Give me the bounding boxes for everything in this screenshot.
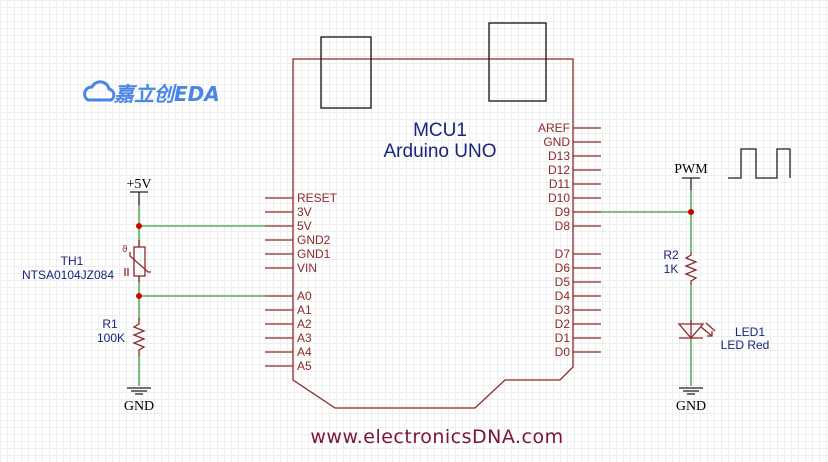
pin-label: D5: [555, 275, 571, 289]
logo: 嘉立创EDA: [83, 80, 220, 106]
resistor-r1[interactable]: [132, 318, 146, 356]
r2-designator: R2: [663, 248, 679, 262]
pwm-net-label[interactable]: PWM: [674, 162, 708, 179]
pin-label: VIN: [297, 261, 317, 275]
pin-label: D10: [548, 191, 570, 205]
pin-label: A4: [297, 345, 312, 359]
cloud-icon: [83, 80, 116, 102]
logo-text: 嘉立创EDA: [113, 82, 220, 106]
vcc-symbol[interactable]: +5V: [126, 177, 152, 193]
pin-label: A2: [297, 317, 312, 331]
pin-label: D4: [555, 289, 571, 303]
pin-label: A1: [297, 303, 312, 317]
pin-label: D11: [549, 177, 570, 191]
usb-connector: [320, 36, 372, 109]
pin-label: 3V: [297, 205, 312, 219]
pin-d0[interactable]: D0: [555, 345, 601, 359]
thermistor-th1[interactable]: ϑ: [122, 240, 151, 282]
led1-value: LED Red: [721, 338, 770, 352]
pin-d6[interactable]: D6: [555, 261, 601, 275]
pin-label: 5V: [297, 219, 312, 233]
pin-d3[interactable]: D3: [555, 303, 601, 317]
pin-5v[interactable]: 5V: [265, 219, 312, 233]
mcu-outline: [292, 58, 574, 409]
junction-dot: [136, 293, 142, 299]
pin-label: D13: [548, 149, 570, 163]
pin-d7[interactable]: D7: [555, 247, 601, 261]
r1-designator: R1: [102, 317, 118, 331]
pin-label: GND1: [297, 247, 331, 261]
vcc-label: +5V: [126, 177, 151, 192]
pin-a5[interactable]: A5: [265, 359, 312, 373]
r1-value: 100K: [97, 331, 125, 345]
pin-label: AREF: [538, 121, 570, 135]
pin-d2[interactable]: D2: [555, 317, 601, 331]
pin-label: RESET: [297, 191, 338, 205]
led1-designator: LED1: [735, 325, 765, 339]
pin-vin[interactable]: VIN: [265, 261, 317, 275]
pin-reset[interactable]: RESET: [265, 191, 338, 205]
pin-label: D12: [548, 163, 570, 177]
pin-d12[interactable]: D12: [548, 163, 601, 177]
led-led1[interactable]: [677, 320, 716, 339]
th1-designator: TH1: [61, 254, 84, 268]
pin-label: D3: [555, 303, 571, 317]
pin-label: A3: [297, 331, 312, 345]
mcu1-symbol[interactable]: MCU1 Arduino UNO RESET3V5VGND2GND1VINA0A…: [265, 22, 601, 409]
pin-label: D0: [555, 345, 571, 359]
pin-label: D7: [555, 247, 571, 261]
pin-d5[interactable]: D5: [555, 275, 601, 289]
pin-label: GND2: [297, 233, 331, 247]
junction-dot: [688, 209, 694, 215]
pin-label: D1: [555, 331, 571, 345]
pin-gnd[interactable]: GND: [543, 135, 601, 149]
pin-d1[interactable]: D1: [555, 331, 601, 345]
th1-value: NTSA0104JZ084: [22, 268, 114, 282]
theta-icon: ϑ: [122, 245, 128, 255]
pin-d11[interactable]: D11: [549, 177, 601, 191]
gnd-label: GND: [676, 399, 706, 414]
mcu-name: Arduino UNO: [384, 141, 497, 162]
pin-a4[interactable]: A4: [265, 345, 312, 359]
pin-d9[interactable]: D9: [555, 205, 601, 219]
website-text: www.electronicsDNA.com: [310, 426, 563, 448]
pin-d4[interactable]: D4: [555, 289, 601, 303]
pin-a1[interactable]: A1: [265, 303, 312, 317]
pin-d13[interactable]: D13: [548, 149, 601, 163]
gnd-symbol-left[interactable]: GND: [124, 387, 154, 414]
pin-a2[interactable]: A2: [265, 317, 312, 331]
junction-dot: [136, 223, 142, 229]
gnd-label: GND: [124, 399, 154, 414]
pin-a0[interactable]: A0: [265, 289, 312, 303]
resistor-r2[interactable]: [684, 252, 698, 285]
square-wave-icon: [728, 148, 791, 179]
mcu-designator: MCU1: [413, 120, 467, 141]
pin-label: GND: [543, 135, 570, 149]
gnd-symbol-right[interactable]: GND: [676, 387, 706, 414]
pin-3v[interactable]: 3V: [265, 205, 312, 219]
pin-label: A0: [297, 289, 312, 303]
pin-label: D9: [555, 205, 571, 219]
pin-label: A5: [297, 359, 312, 373]
r2-value: 1K: [664, 262, 679, 276]
pin-label: D6: [555, 261, 571, 275]
pin-a3[interactable]: A3: [265, 331, 312, 345]
power-jack: [488, 22, 547, 102]
pin-gnd1[interactable]: GND1: [265, 247, 331, 261]
pin-label: D2: [555, 317, 571, 331]
pin-d10[interactable]: D10: [548, 191, 601, 205]
pwm-label: PWM: [674, 162, 708, 177]
pin-aref[interactable]: AREF: [538, 121, 601, 135]
pin-label: D8: [555, 219, 571, 233]
pin-d8[interactable]: D8: [555, 219, 601, 233]
pin-gnd2[interactable]: GND2: [265, 233, 331, 247]
